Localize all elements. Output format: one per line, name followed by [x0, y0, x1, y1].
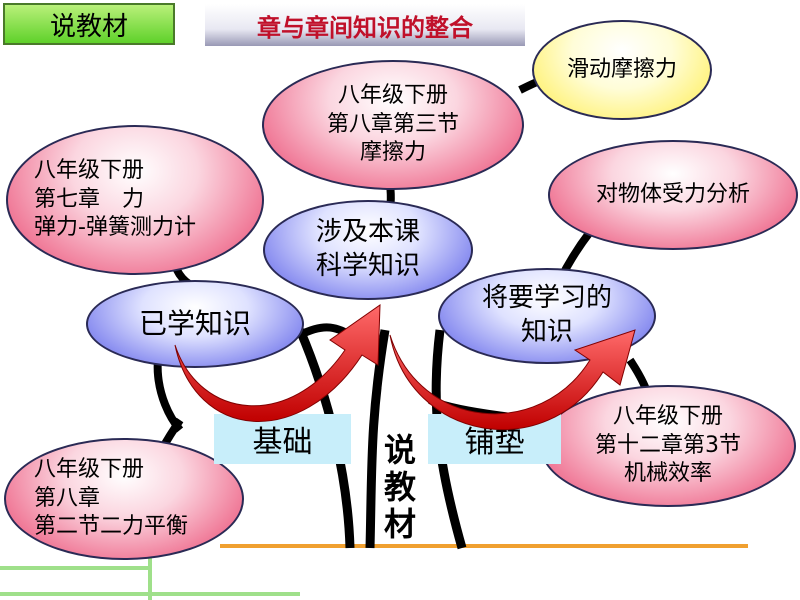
arrow-to-future-icon [389, 329, 636, 431]
vertical-title: 说 教 材 [380, 432, 420, 542]
node-left-bottom: 八年级下册 第八章 第二节二力平衡 [4, 438, 244, 560]
node-line: 第八章 [34, 485, 101, 511]
node-top-right: 滑动摩擦力 [532, 20, 712, 120]
node-line: 八年级下册 [337, 83, 448, 109]
node-learned: 已学知识 [86, 280, 304, 368]
node-line: 八年级下册 [34, 457, 145, 483]
vertical-char: 教 [383, 467, 416, 506]
node-left-top: 八年级下册 第七章 力 弹力-弹簧测力计 [6, 125, 264, 275]
node-line: 第八章第三节 [326, 111, 459, 137]
node-line: 八年级下册 [612, 404, 723, 430]
arrow-to-center-icon [174, 304, 381, 422]
node-line: 对物体受力分析 [595, 181, 750, 207]
vertical-char: 说 [383, 431, 416, 469]
trunk-center [365, 329, 390, 549]
node-line: 弹力-弹簧测力计 [34, 215, 196, 241]
node-top-center: 八年级下册 第八章第三节 摩擦力 [262, 60, 524, 190]
node-line: 滑动摩擦力 [566, 56, 677, 82]
title-tab[interactable]: 说教材 [3, 3, 175, 45]
node-line: 涉及本课 [315, 217, 420, 248]
node-right-bottom: 八年级下册 第十二章第3节 机械效率 [540, 385, 796, 507]
node-line: 机械效率 [623, 461, 712, 487]
node-line: 第十二章第3节 [595, 432, 741, 458]
node-line: 科学知识 [315, 251, 420, 281]
node-line: 摩擦力 [359, 140, 426, 166]
node-line: 将要学习的 [481, 283, 612, 314]
vertical-char: 材 [383, 504, 416, 543]
node-line: 第七章 力 [34, 186, 145, 212]
header-title: 章与章间知识的整合 [205, 4, 525, 46]
node-line: 已学知识 [138, 306, 251, 340]
node-line: 八年级下册 [34, 158, 145, 184]
label-basis: 基础 [214, 414, 351, 464]
node-center: 涉及本课 科学知识 [263, 200, 473, 300]
node-right-mid: 对物体受力分析 [548, 140, 798, 250]
node-line: 第二节二力平衡 [34, 514, 189, 540]
node-line: 知识 [520, 317, 573, 347]
